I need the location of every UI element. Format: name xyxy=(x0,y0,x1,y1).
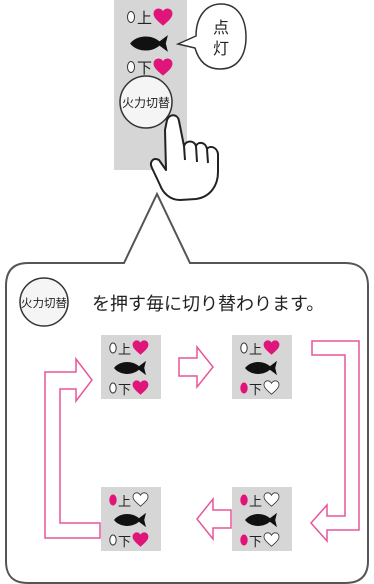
instruction-fire-switch-button xyxy=(19,277,69,327)
lower-label: 下 xyxy=(118,535,131,550)
upper-indicator-icon xyxy=(109,342,117,354)
callout-text-1: 点 xyxy=(213,18,229,37)
lower-indicator-icon xyxy=(240,534,248,546)
top-lower-indicator-icon xyxy=(127,61,135,73)
upper-indicator-icon xyxy=(240,494,248,506)
flow-arrow-right-loop xyxy=(309,340,360,543)
upper-indicator-icon xyxy=(109,494,117,506)
lower-label: 下 xyxy=(249,383,262,398)
lower-indicator-icon xyxy=(240,382,248,394)
upper-label: 上 xyxy=(118,495,131,510)
lower-label: 下 xyxy=(118,383,131,398)
flow-arrow-left-loop xyxy=(44,356,101,539)
flow-arrow-left xyxy=(196,496,232,542)
speech-balloon xyxy=(5,191,369,584)
top-upper-label: 上 xyxy=(137,9,152,27)
instruction-button-label: 火力切替 xyxy=(21,296,67,310)
upper-label: 上 xyxy=(249,343,262,358)
instruction-text: を押す毎に切り替わります。 xyxy=(92,294,324,315)
state-panel-upper: 上下 xyxy=(232,335,292,399)
top-fire-switch-button[interactable] xyxy=(119,75,173,129)
top-upper-indicator-icon xyxy=(127,11,135,23)
lower-indicator-icon xyxy=(109,534,117,546)
pointing-hand-icon xyxy=(149,114,219,201)
state-panel-off: 上下 xyxy=(232,487,292,551)
lower-indicator-icon xyxy=(109,382,117,394)
state-panel-lower: 上下 xyxy=(101,487,161,551)
callout-text-2: 灯 xyxy=(213,39,229,58)
callout-bubble xyxy=(175,3,247,70)
top-fire-switch-button-label: 火力切替 xyxy=(122,96,170,110)
state-panel-both: 上下 xyxy=(101,335,161,399)
upper-label: 上 xyxy=(118,343,131,358)
upper-label: 上 xyxy=(249,495,262,510)
upper-indicator-icon xyxy=(240,342,248,354)
lower-label: 下 xyxy=(249,535,262,550)
flow-arrow-right xyxy=(178,344,214,390)
top-lower-label: 下 xyxy=(137,59,152,77)
